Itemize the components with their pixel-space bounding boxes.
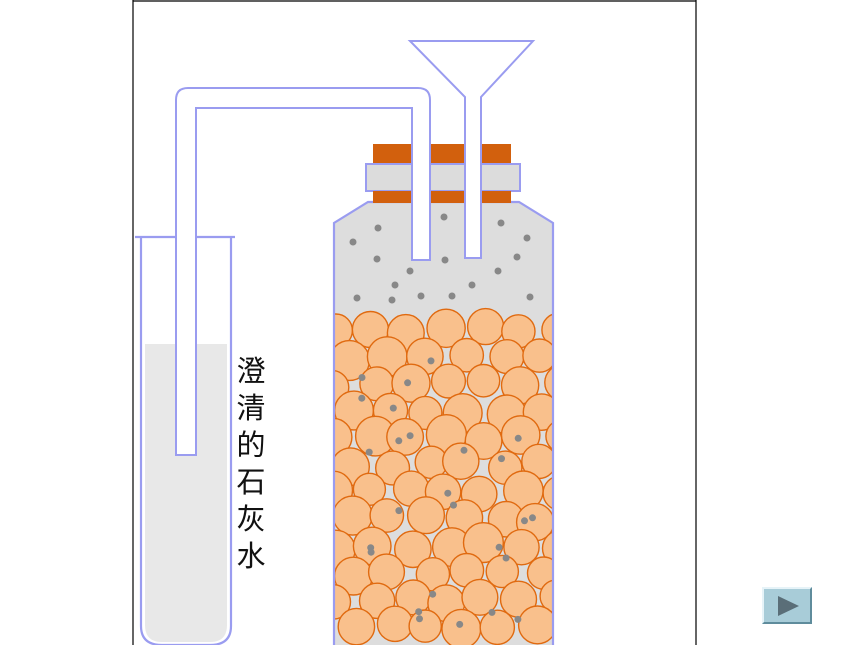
speck [429, 590, 437, 598]
label-char: 水 [236, 539, 265, 573]
long-stem-funnel [407, 40, 536, 259]
marble-chip [334, 417, 353, 457]
marble-chip [369, 498, 405, 533]
label-char: 澄 [236, 354, 265, 388]
play-triangle-icon [778, 596, 799, 616]
speck [365, 448, 373, 456]
speck [395, 437, 403, 445]
gas-bubble [494, 267, 502, 275]
marble-chip [334, 584, 352, 620]
gas-bubble [353, 294, 361, 302]
marble-chip [541, 312, 553, 348]
speck [416, 615, 423, 623]
marble-chip [503, 528, 540, 566]
gas-bubble [388, 296, 396, 304]
label-char: 的 [236, 428, 265, 462]
speck [389, 404, 397, 412]
speck [404, 379, 412, 387]
limewater-label: 澄 清 的 石 灰 水 [236, 354, 265, 573]
gas-bubble [441, 256, 449, 264]
marble-chip [485, 554, 520, 589]
slide-frame [132, 0, 697, 645]
speck [514, 434, 522, 442]
gas-bubble [448, 292, 456, 300]
speck [514, 615, 522, 623]
marble-chip [526, 556, 553, 590]
marble-chip [561, 338, 596, 373]
marble-chips [334, 307, 596, 645]
speck [502, 554, 510, 562]
marble-chip [554, 392, 589, 427]
marble-chip [559, 444, 594, 479]
next-slide-button[interactable] [762, 587, 812, 624]
gas-bubble [513, 253, 521, 261]
gas-bubbles [349, 213, 534, 304]
marble-chip [426, 308, 466, 349]
gas-bubble [468, 281, 476, 289]
marble-chip [408, 609, 443, 643]
marble-chip [441, 442, 480, 481]
speck [444, 489, 452, 497]
marble-chip [337, 607, 376, 645]
gas-bubble [374, 224, 382, 232]
label-char: 清 [236, 391, 265, 425]
speck [415, 608, 423, 616]
speck [427, 357, 435, 365]
marble-chip [479, 609, 516, 645]
speck [367, 544, 375, 552]
marble-chip [430, 363, 467, 399]
marble-chip [557, 504, 594, 541]
marble-chip [393, 530, 432, 569]
gas-bubble [497, 219, 505, 227]
marble-chip [386, 417, 425, 456]
speck [406, 432, 414, 440]
marble-chip [522, 338, 553, 373]
speck [358, 394, 366, 402]
speck [450, 501, 457, 509]
speck [495, 543, 503, 551]
speck [358, 374, 366, 381]
speck [460, 446, 468, 454]
marble-chip [376, 605, 414, 643]
speck [529, 514, 536, 522]
marble-chip [541, 529, 553, 567]
reaction-jar [332, 200, 596, 645]
gas-bubble [417, 292, 425, 300]
gas-bubble [440, 213, 448, 221]
gas-bubble [373, 255, 381, 263]
marble-chip [557, 606, 594, 643]
marble-chip [539, 579, 553, 614]
marble-chip [466, 363, 501, 398]
speck [521, 517, 528, 525]
marble-chip [406, 496, 446, 535]
gas-bubble [349, 238, 357, 246]
rubber-stopper [365, 144, 521, 203]
speck [395, 507, 403, 515]
marble-chip [462, 521, 504, 564]
label-char: 石 [236, 465, 265, 499]
marble-chip [500, 415, 541, 455]
speck [488, 608, 496, 616]
marble-chip [517, 605, 553, 645]
gas-bubble [406, 267, 414, 275]
speck [456, 620, 464, 628]
marble-chip [544, 364, 553, 402]
marble-chip [545, 419, 553, 453]
marble-chip [556, 552, 593, 589]
delivery-tube [175, 87, 431, 456]
marble-chip [542, 475, 553, 511]
limewater-liquid [145, 344, 227, 642]
marble-chip [449, 337, 485, 373]
gas-bubble [526, 293, 534, 301]
speck [498, 455, 505, 463]
label-char: 灰 [236, 502, 265, 536]
marble-chip [461, 578, 499, 616]
gas-bubble [523, 234, 531, 242]
gas-bubble [391, 281, 399, 289]
